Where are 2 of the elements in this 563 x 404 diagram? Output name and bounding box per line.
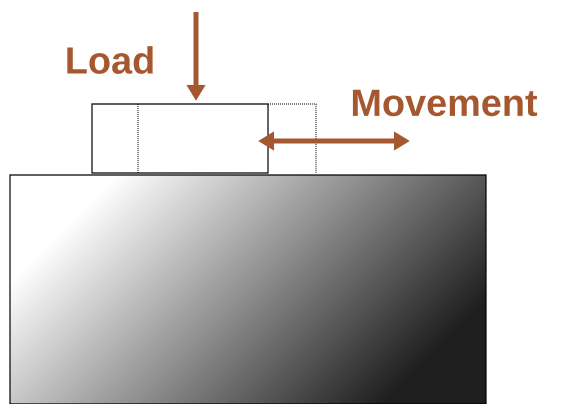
force-label: Movement xyxy=(352,90,538,116)
force-label: Load xyxy=(67,46,153,74)
